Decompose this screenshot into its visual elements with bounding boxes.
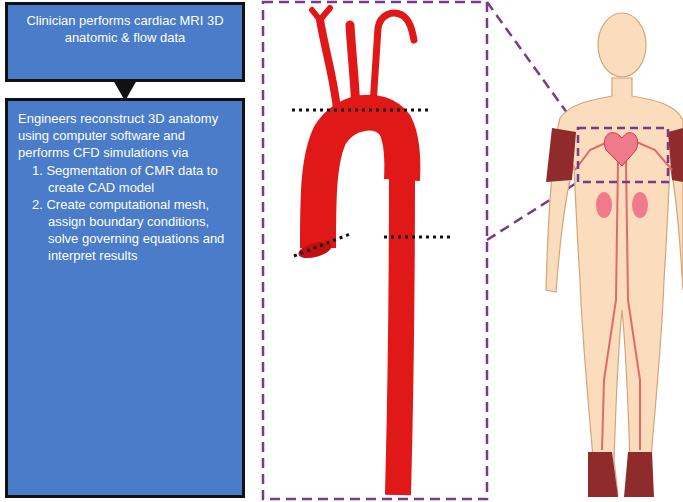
zoom-frame [263,2,487,499]
heart [604,133,637,166]
zoom-line [487,2,578,128]
box-text: Clinician performs cardiac MRI 3D anatom… [18,13,232,47]
list-item: 1. Segmentation of CMR data to create CA… [18,163,232,197]
cut-line [294,234,350,256]
box-text: Engineers reconstruct 3D anatomy using c… [18,111,232,162]
kidney [596,192,612,218]
process-box: Engineers reconstruct 3D anatomy using c… [5,98,245,498]
zoom-frame [578,128,668,182]
process-box: Clinician performs cardiac MRI 3D anatom… [5,2,245,82]
blood-cuff [546,128,683,497]
human-body [546,13,683,495]
cut-line [292,109,432,112]
vessels [575,140,672,450]
flow-arrow [124,82,127,98]
list-item: 2. Create computational mesh, assign bou… [18,197,232,265]
kidney [632,192,648,218]
cut-line [384,236,450,239]
